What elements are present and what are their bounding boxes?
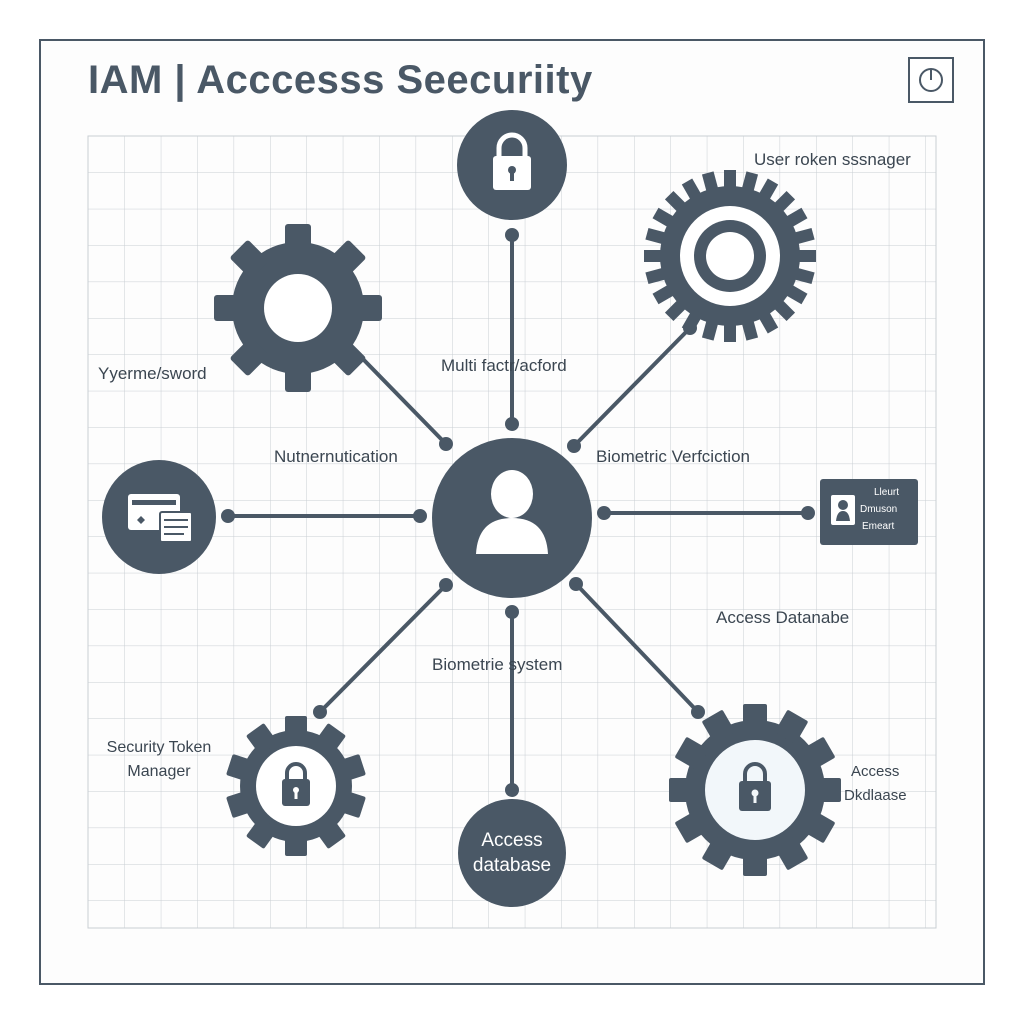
label-multi-factor: Multi factr/acford <box>441 356 567 375</box>
label-line: Security Token <box>106 739 212 756</box>
user-lock-badge[interactable]: Lleurt Dmuson Emeart <box>820 479 918 545</box>
connector-upper-left <box>358 354 448 446</box>
connector-dot <box>439 437 453 451</box>
database-node-label: Access database <box>460 828 564 878</box>
connector-dot <box>439 578 453 592</box>
connector-dot <box>413 509 427 523</box>
label-access-database: Access Datanabe <box>716 608 850 627</box>
gear-icon[interactable] <box>214 224 382 392</box>
label-authentication: Nutnernutication <box>274 447 398 466</box>
connector-dot <box>505 605 519 619</box>
label-line: Access <box>851 763 900 780</box>
connector-lower-right <box>574 582 700 714</box>
diagram-title: IAM | Acccesss Seecuriity <box>88 58 593 102</box>
top-lock-node[interactable] <box>457 110 567 220</box>
connectors <box>228 235 808 790</box>
label-biometric-verification: Biometric Verfciction <box>596 447 750 466</box>
connector-dot <box>801 506 815 520</box>
lock-icon <box>739 762 771 811</box>
label-user-token-manager: User roken sssnager <box>754 150 911 169</box>
connector-upper-right <box>572 326 692 448</box>
connector-lower-left <box>318 583 448 714</box>
gear-lock-icon[interactable] <box>669 704 841 876</box>
connector-dot <box>221 509 235 523</box>
label-biometric-system: Biometrie system <box>432 655 563 674</box>
label-username-password: Yyerme/sword <box>98 364 207 383</box>
label-access-database-lower-right: Access Dkdlaase <box>844 760 922 808</box>
gear-lock-icon[interactable] <box>226 716 366 856</box>
central-user-node[interactable] <box>432 438 592 598</box>
database-node[interactable] <box>458 799 566 907</box>
badge-line: Dmuson <box>860 504 898 515</box>
label-line: database <box>472 855 552 876</box>
connector-dot <box>691 705 705 719</box>
badge-line: Emeart <box>862 521 895 532</box>
label-line: Dkdlaase <box>844 787 907 804</box>
connector-dot <box>313 705 327 719</box>
label-security-token-manager: Security Token Manager <box>97 736 221 784</box>
connector-dot <box>567 439 581 453</box>
label-line: Manager <box>127 763 191 780</box>
badge-line: Lleurt <box>874 487 900 498</box>
lock-icon <box>282 762 310 806</box>
gear-icon[interactable] <box>644 170 816 342</box>
connector-dot <box>569 577 583 591</box>
connector-dot <box>505 417 519 431</box>
connector-dot <box>505 783 519 797</box>
label-line: Access <box>481 830 543 851</box>
connector-dot <box>597 506 611 520</box>
user-icon <box>476 470 548 554</box>
id-card-node[interactable] <box>102 460 216 574</box>
lock-icon <box>493 132 531 190</box>
connector-dots <box>221 228 815 797</box>
user-lock-icon <box>831 495 855 525</box>
power-button[interactable] <box>908 57 954 103</box>
id-card-icon <box>128 494 193 543</box>
connector-dot <box>505 228 519 242</box>
